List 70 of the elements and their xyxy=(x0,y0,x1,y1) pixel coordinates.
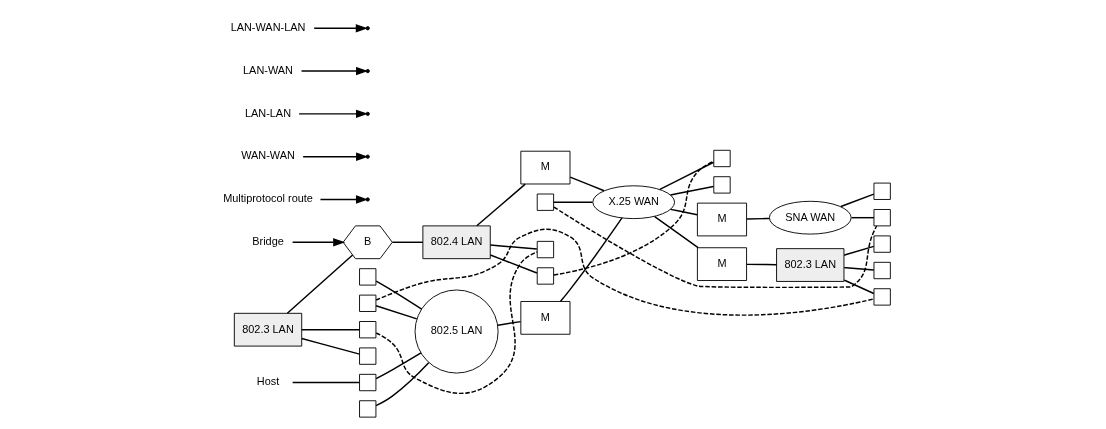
arrow xyxy=(291,238,346,247)
node-box xyxy=(536,193,555,211)
node-text: LAN-LAN xyxy=(244,106,292,119)
connector xyxy=(286,254,354,314)
node-text: LAN-WAN xyxy=(243,63,293,76)
connector xyxy=(850,216,875,219)
connector xyxy=(746,217,771,220)
node-box xyxy=(536,240,555,259)
connector xyxy=(553,206,878,289)
node-box xyxy=(873,288,891,306)
connector xyxy=(569,176,605,192)
node-box xyxy=(713,176,731,194)
connector xyxy=(840,193,875,208)
node-box: 802.3 LAN xyxy=(776,248,845,282)
connector xyxy=(669,185,715,196)
connector xyxy=(375,280,423,310)
node-box: M xyxy=(520,150,571,185)
node-box xyxy=(873,209,891,227)
node-box xyxy=(359,347,377,365)
connector xyxy=(843,266,875,271)
connector xyxy=(375,228,875,316)
connector xyxy=(375,251,538,395)
node-box: M xyxy=(696,202,748,237)
arrow xyxy=(319,195,368,204)
connector xyxy=(375,352,422,380)
node-box xyxy=(873,261,891,280)
arrow xyxy=(298,109,369,119)
node-box xyxy=(873,182,891,200)
connector xyxy=(489,254,538,274)
node-box: 802.3 LAN xyxy=(233,312,303,347)
node-ellipse: SNA WAN xyxy=(768,200,852,235)
connector xyxy=(489,244,538,250)
node-box: 802.4 LAN xyxy=(422,225,491,260)
connector xyxy=(301,337,361,355)
node-text: Host xyxy=(256,375,280,388)
connector xyxy=(653,215,699,249)
connector xyxy=(291,381,361,384)
node-text: LAN-WAN-LAN xyxy=(230,21,306,34)
connector xyxy=(553,160,715,276)
arrow xyxy=(313,24,368,33)
node-circle: 802.5 LAN xyxy=(414,289,499,374)
node-box: M xyxy=(520,301,571,335)
node-box xyxy=(873,235,891,253)
node-box xyxy=(536,267,555,285)
connector xyxy=(669,208,698,216)
connector xyxy=(843,279,875,295)
connector xyxy=(496,320,522,326)
node-box xyxy=(359,400,377,418)
node-box xyxy=(359,294,377,312)
connector xyxy=(552,201,594,203)
arrow xyxy=(300,66,369,76)
node-box xyxy=(359,268,377,286)
connector xyxy=(659,161,715,191)
node-box xyxy=(359,373,377,392)
arrow xyxy=(302,152,369,161)
node-text: Multiprotocol route xyxy=(223,192,313,205)
connector xyxy=(375,304,418,320)
node-text: Bridge xyxy=(252,235,284,248)
node-text: WAN-WAN xyxy=(241,149,295,162)
connector xyxy=(746,263,778,266)
connector xyxy=(476,183,526,227)
connector xyxy=(391,241,424,243)
node-box xyxy=(713,149,731,168)
connector xyxy=(301,328,361,331)
connector xyxy=(375,362,430,407)
connector xyxy=(843,245,875,256)
node-ellipse: X.25 WAN xyxy=(592,185,676,220)
connector xyxy=(559,217,623,303)
node-box: M xyxy=(696,247,748,281)
node-box xyxy=(359,321,377,339)
